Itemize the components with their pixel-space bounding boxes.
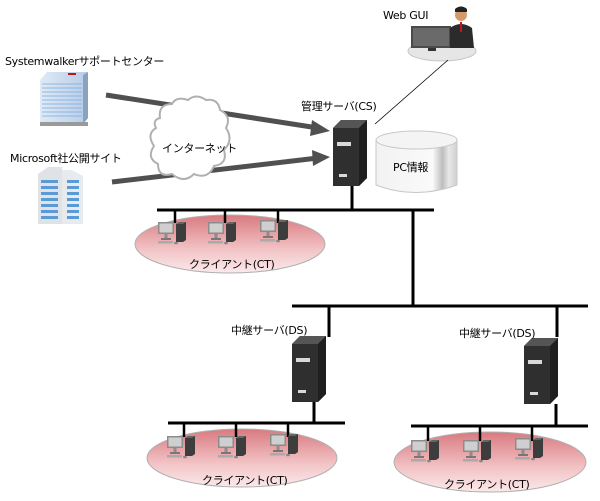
relay-server-left-icon (292, 336, 326, 402)
internet-cloud-icon (149, 95, 231, 180)
pc-info-label: PC情報 (393, 161, 429, 174)
microsoft-site-arrow (111, 150, 330, 185)
client-bottom-left-label: クライアント(CT) (202, 474, 288, 487)
relay-server-right-icon (524, 338, 558, 404)
relay-server-left-label: 中継サーバ(DS) (231, 324, 308, 337)
relay-server-right-label: 中継サーバ(DS) (459, 327, 536, 340)
support-center-label: Systemwalkerサポートセンター (5, 55, 165, 68)
web-gui-link (374, 59, 449, 125)
microsoft-site-building-icon (38, 167, 83, 224)
web-gui-label: Web GUI (383, 9, 429, 22)
support-center-building-icon (40, 72, 88, 126)
management-server-icon (333, 120, 367, 186)
web-gui-workstation (407, 6, 477, 62)
client-top-label: クライアント(CT) (189, 258, 275, 271)
microsoft-site-label: Microsoft社公開サイト (10, 152, 122, 165)
internet-label: インターネット (162, 142, 237, 155)
management-server-label: 管理サーバ(CS) (301, 100, 377, 113)
client-bottom-right-label: クライアント(CT) (444, 478, 530, 491)
pc-info-database-icon (375, 130, 458, 193)
